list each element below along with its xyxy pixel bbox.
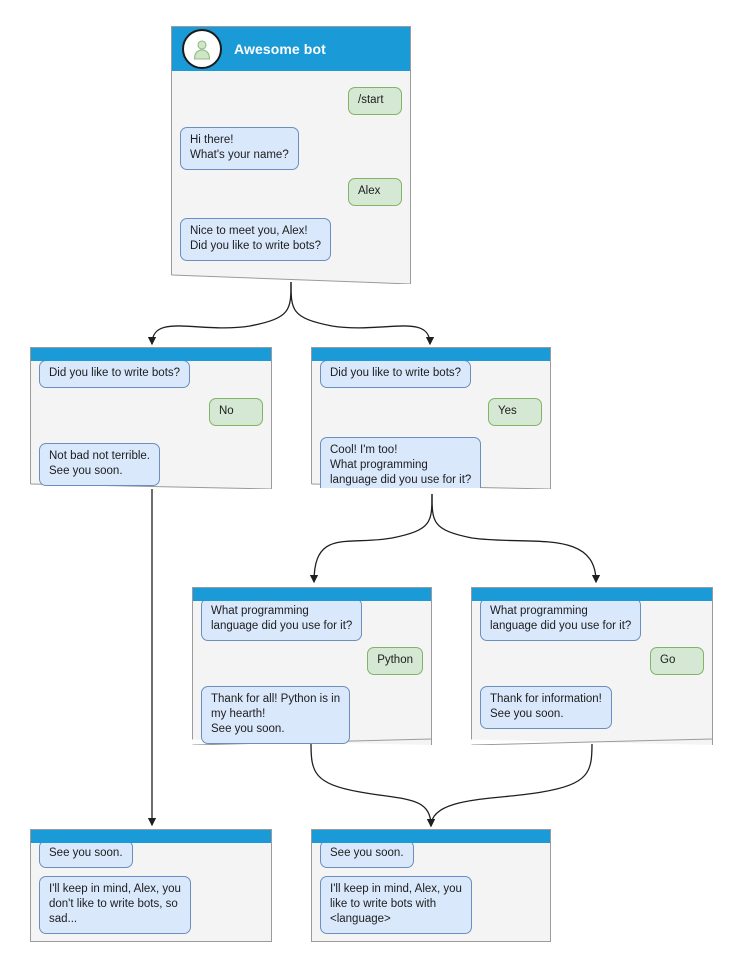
edge-yes-to-go xyxy=(431,493,601,584)
chat-node-end-negative[interactable]: See you soon. I'll keep in mind, Alex, y… xyxy=(30,829,272,942)
message-row: Yes xyxy=(488,398,542,426)
bot-message-bubble: I'll keep in mind, Alex, you like to wri… xyxy=(320,876,472,934)
chat-node-no-branch[interactable]: Did you like to write bots? No Not bad n… xyxy=(30,347,272,489)
message-row: Python xyxy=(367,647,423,675)
chat-node-yes-branch[interactable]: Did you like to write bots? Yes Cool! I'… xyxy=(311,347,551,489)
chat-body: Did you like to write bots? No Not bad n… xyxy=(31,361,271,488)
bot-message-bubble: Nice to meet you, Alex! Did you like to … xyxy=(180,218,332,261)
bot-message-bubble: Thank for all! Python is in my hearth! S… xyxy=(201,686,351,744)
bot-message-bubble: Hi there! What's your name? xyxy=(180,127,299,170)
user-message-bubble: Yes xyxy=(488,398,542,426)
node-header-bar xyxy=(472,588,712,601)
bot-message-bubble: Cool! I'm too! What programming language… xyxy=(320,437,482,488)
message-row: Nice to meet you, Alex! Did you like to … xyxy=(180,218,332,261)
user-message-bubble: Go xyxy=(650,647,704,675)
edge-python-to-end-positive xyxy=(310,743,436,828)
bot-message-bubble: Did you like to write bots? xyxy=(320,361,472,388)
node-header-bar xyxy=(31,348,271,361)
edge-yes-to-python xyxy=(309,493,433,584)
message-row: Thank for all! Python is in my hearth! S… xyxy=(201,686,351,744)
bot-message-bubble: Did you like to write bots? xyxy=(39,361,191,388)
message-row: Did you like to write bots? xyxy=(39,361,191,388)
message-row: Did you like to write bots? xyxy=(320,361,472,388)
user-message-bubble: Alex xyxy=(348,178,402,206)
message-row: Alex xyxy=(348,178,402,206)
chat-node-end-positive[interactable]: See you soon. I'll keep in mind, Alex, y… xyxy=(311,829,551,942)
node-header-bar xyxy=(312,830,550,843)
message-row: I'll keep in mind, Alex, you don't like … xyxy=(39,876,191,934)
chat-body: What programming language did you use fo… xyxy=(472,601,712,744)
bot-message-bubble: See you soon. xyxy=(320,843,414,868)
user-message-bubble: /start xyxy=(348,87,402,115)
user-message-bubble: Python xyxy=(367,647,423,675)
bot-message-bubble: What programming language did you use fo… xyxy=(201,601,363,641)
edge-root-to-yes xyxy=(290,281,435,346)
chat-node-go-branch[interactable]: What programming language did you use fo… xyxy=(471,587,713,745)
message-row: Go xyxy=(650,647,704,675)
node-header-bar xyxy=(193,588,431,601)
edge-go-to-end-positive xyxy=(426,743,593,828)
bot-message-bubble: Not bad not terrible. See you soon. xyxy=(39,443,161,486)
chat-body: What programming language did you use fo… xyxy=(193,601,431,744)
message-row: Not bad not terrible. See you soon. xyxy=(39,443,161,486)
message-row: I'll keep in mind, Alex, you like to wri… xyxy=(320,876,472,934)
message-row: No xyxy=(209,398,263,426)
chat-node-root[interactable]: Awesome bot /start Hi there! What's your… xyxy=(171,26,411,284)
message-row: What programming language did you use fo… xyxy=(480,601,642,641)
node-header-bar xyxy=(312,348,550,361)
user-message-bubble: No xyxy=(209,398,263,426)
chat-body: /start Hi there! What's your name? Alex … xyxy=(172,71,410,283)
chat-body: See you soon. I'll keep in mind, Alex, y… xyxy=(312,843,550,941)
bot-message-bubble: What programming language did you use fo… xyxy=(480,601,642,641)
bot-title: Awesome bot xyxy=(234,41,326,57)
node-header-bar: Awesome bot xyxy=(172,27,410,71)
bot-message-bubble: I'll keep in mind, Alex, you don't like … xyxy=(39,876,191,934)
message-row: See you soon. xyxy=(320,843,414,868)
bot-message-bubble: See you soon. xyxy=(39,843,133,868)
bot-message-bubble: Thank for information! See you soon. xyxy=(480,686,612,729)
message-row: See you soon. xyxy=(39,843,133,868)
edge-root-to-no xyxy=(147,281,292,346)
chat-node-python-branch[interactable]: What programming language did you use fo… xyxy=(192,587,432,745)
message-row: Cool! I'm too! What programming language… xyxy=(320,437,482,488)
chat-body: Did you like to write bots? Yes Cool! I'… xyxy=(312,361,550,488)
message-row: Hi there! What's your name? xyxy=(180,127,299,170)
message-row: Thank for information! See you soon. xyxy=(480,686,612,729)
message-row: /start xyxy=(348,87,402,115)
message-row: What programming language did you use fo… xyxy=(201,601,363,641)
user-avatar-icon xyxy=(182,29,222,69)
chat-body: See you soon. I'll keep in mind, Alex, y… xyxy=(31,843,271,941)
node-header-bar xyxy=(31,830,271,843)
